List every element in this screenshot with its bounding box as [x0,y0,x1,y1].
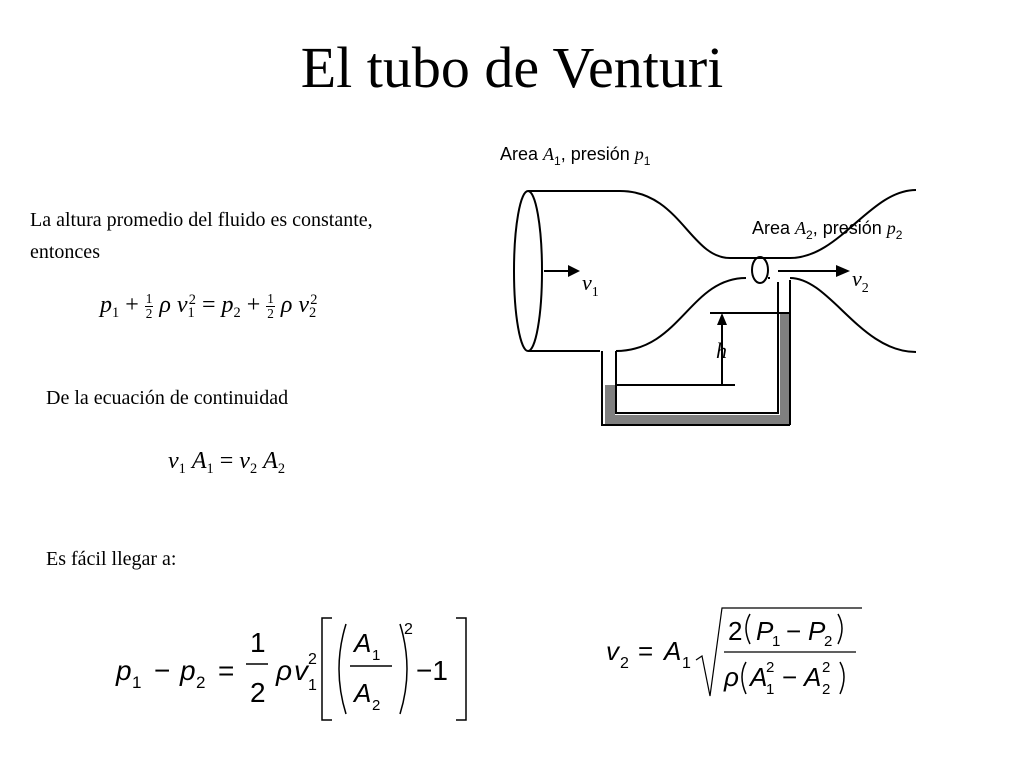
svg-text:−: − [786,616,801,646]
svg-text:2: 2 [728,616,742,646]
svg-text:1: 1 [372,647,380,664]
svg-text:1: 1 [682,655,691,672]
label-area-1: Area A1, presión p1 [500,144,651,168]
svg-text:A: A [352,678,371,708]
svg-text:2: 2 [196,673,205,692]
label-h: h [716,338,727,363]
svg-text:−: − [782,662,797,692]
continuity-equation: v1 A1=v2 A2 [168,448,286,478]
svg-text:1: 1 [766,681,774,698]
svg-text:2: 2 [620,655,629,672]
svg-text:P: P [756,616,774,646]
slide-title: El tubo de Venturi [300,35,724,100]
svg-text:1: 1 [250,627,266,658]
velocity-equation: v 2 = A 1 2 P 1 − P 2 ρ A 1 2 − A 2 2 [606,607,862,698]
svg-text:2: 2 [372,697,380,714]
svg-text:ρ: ρ [275,655,292,686]
label-v1: v1 [582,270,599,300]
svg-text:−: − [154,655,170,686]
svg-text:2: 2 [308,651,317,668]
svg-text:2: 2 [250,677,266,708]
label-area-2: Area A2, presión p2 [752,218,903,242]
throat-opening [751,256,769,284]
svg-text:=: = [218,655,234,686]
svg-text:P: P [808,616,826,646]
svg-text:2: 2 [766,659,774,676]
venturi-tube-diagram: Area A1, presión p1 Area A2, presión p2 … [500,144,917,426]
svg-text:v: v [606,636,621,666]
svg-text:2: 2 [822,659,830,676]
svg-text:=: = [638,636,653,666]
svg-text:1: 1 [772,633,780,650]
pressure-difference-equation: p 1 − p 2 = 1 2 ρ v 1 2 A 1 A 2 2 −1 [115,617,467,721]
svg-text:p: p [179,655,196,686]
label-v2: v2 [852,266,869,296]
svg-text:1: 1 [132,673,141,692]
svg-text:A: A [662,636,681,666]
svg-text:v: v [294,655,310,686]
svg-text:p: p [115,655,132,686]
paragraph-continuity: De la ecuación de continuidad [46,387,289,409]
svg-text:A: A [748,662,767,692]
paragraph-constant-height: La altura promedio del fluido es constan… [30,209,373,263]
svg-text:2: 2 [822,681,830,698]
svg-text:ρ: ρ [723,662,739,692]
svg-text:2: 2 [824,633,832,650]
svg-text:1: 1 [308,677,317,694]
manometer-fluid [605,313,790,425]
svg-text:2: 2 [404,621,413,638]
svg-text:A: A [352,628,371,658]
svg-text:−1: −1 [416,655,448,686]
inlet-opening [513,190,543,352]
svg-text:A: A [802,662,821,692]
paragraph-result: Es fácil llegar a: [46,548,177,570]
